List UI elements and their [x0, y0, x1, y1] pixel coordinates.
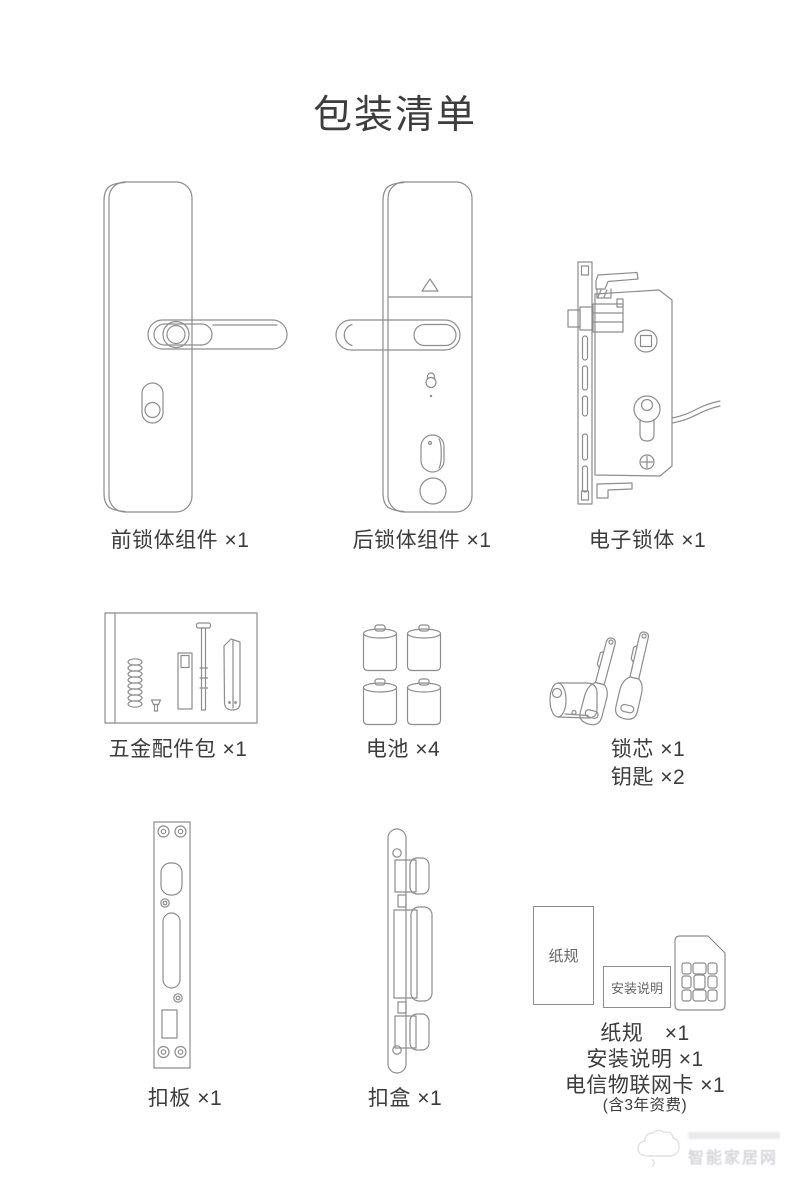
item-label-iot-card-note: (含3年资费) — [602, 1097, 688, 1114]
paper-template-text: 纸规 — [548, 948, 579, 965]
watermark-text: 智能家居网 — [688, 1150, 779, 1167]
item-label-strike-plate: 扣板 ×1 — [147, 1087, 223, 1110]
electronic-lock-body-illustration — [567, 261, 721, 505]
lock-cylinder-and-keys-illustration — [549, 628, 656, 728]
item-label-rear-lock: 后锁体组件 ×1 — [352, 529, 492, 552]
cloud-watermark-icon — [637, 1129, 680, 1168]
strike-box-illustration — [387, 828, 433, 1074]
item-label-batteries: 电池 ×4 — [365, 738, 441, 761]
sim-card-illustration — [674, 935, 726, 1011]
item-label-cylinder: 锁芯 ×1 — [610, 738, 686, 761]
item-label-front-lock: 前锁体组件 ×1 — [110, 529, 250, 552]
installation-manual-text: 安装说明 — [610, 980, 663, 996]
installation-manual-illustration: 安装说明 — [603, 966, 671, 1008]
watermark: 智能家居网 — [632, 1120, 790, 1178]
strike-plate-illustration — [153, 821, 191, 1069]
item-label-strike-box: 扣盒 ×1 — [367, 1087, 443, 1110]
paper-template-illustration: 纸规 — [533, 906, 594, 1005]
item-label-keys: 钥匙 ×2 — [610, 766, 686, 789]
watermark-blur-line — [688, 1132, 780, 1139]
page-title: 包装清单 — [312, 94, 477, 137]
hardware-kit-illustration — [104, 612, 258, 724]
item-label-iot-card: 电信物联网卡 ×1 — [564, 1074, 726, 1097]
item-label-electronic-lock: 电子锁体 ×1 — [588, 529, 707, 552]
item-label-manual: 安装说明 ×1 — [586, 1048, 704, 1071]
item-label-hardware-kit: 五金配件包 ×1 — [108, 738, 248, 761]
rear-lock-assembly-illustration — [335, 181, 473, 513]
batteries-illustration — [362, 624, 442, 726]
front-lock-assembly-illustration — [103, 181, 288, 513]
item-label-paper-template: 纸规 ×1 — [600, 1022, 690, 1045]
